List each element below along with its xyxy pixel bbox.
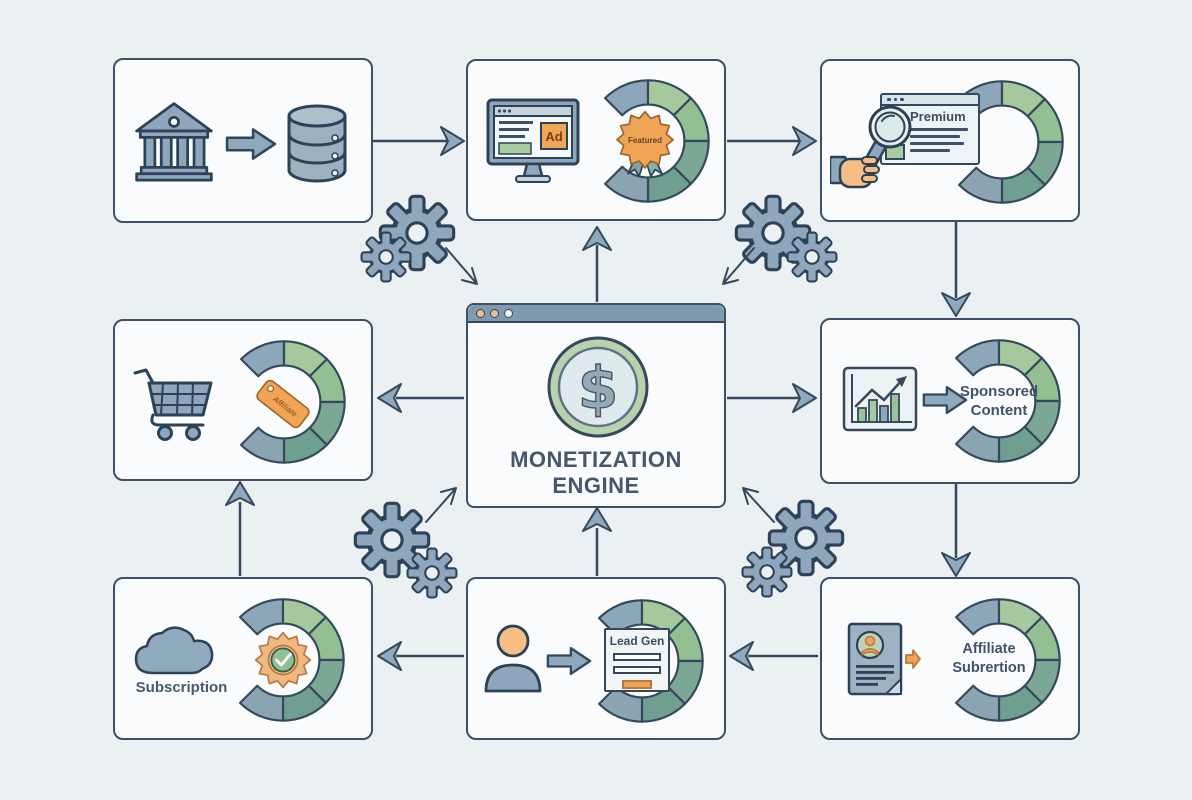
arrowhead-left [729,641,754,671]
gear-arrow-down-left [722,247,755,285]
node-sponsored-content: Sponsored Content [820,318,1080,484]
gear-icon [734,194,812,272]
arrowhead-up [582,226,612,251]
window-dot-icon [504,308,513,318]
arrowhead-up [582,507,612,532]
node-subscription: Subscription [113,577,373,740]
node-ad-placement: Ad Featured [466,59,726,221]
check-icon [274,652,292,667]
dollar-coin-icon: $ [547,336,649,438]
featured-label: Featured [628,136,662,145]
gear-arrow-down-right [445,247,478,285]
node-premium-search: Premium [820,59,1080,222]
gear-icon [406,547,458,599]
gear-arrow-up-right [425,487,457,523]
engine-title-line1: MONETIZATION [510,447,682,472]
gear-icon [360,231,412,283]
dollar-sign: $ [578,354,618,422]
arrowhead-right [792,126,817,156]
node-monetization-engine: $ MONETIZATION ENGINE [466,303,726,508]
user-icon [484,624,542,693]
sponsored-content-label: Sponsored Content [959,382,1039,420]
small-arrow-right-icon [905,649,921,669]
block-arrow-right-icon [546,645,592,677]
growth-chart-icon [842,366,918,432]
gear-icon [353,501,431,579]
window-dot-icon [476,308,485,318]
node-lead-gen: Lead Gen [466,577,726,740]
premium-label: Premium [910,109,966,124]
arrowhead-down [941,552,971,577]
block-arrow-right-icon [922,384,968,416]
browser-titlebar [468,305,724,323]
cloud-icon [134,626,214,675]
node-affiliate-submission: Affiliate Subrertion [820,577,1080,740]
arrowhead-right [440,126,465,156]
database-icon [287,104,347,183]
price-tag-icon: Affiliate [256,379,310,429]
gear-arrow-up-left [742,487,775,523]
shopping-cart-icon [133,368,213,441]
arrowhead-left [377,383,402,413]
bank-icon [135,102,213,182]
ad-badge [540,122,568,150]
ad-badge-label: Ad [545,129,562,144]
node-data-source [113,58,373,223]
form-field [613,666,661,674]
gear-icon [767,499,845,577]
magnifier-hand-icon [830,105,912,189]
affiliate-submission-label: Affiliate Subrertion [952,641,1026,676]
profile-document-icon [847,622,903,696]
gear-icon [786,231,838,283]
node-affiliate-cart: Affiliate [113,319,373,481]
card-header [882,95,978,106]
arrowhead-left [377,641,402,671]
arrowhead-down [941,292,971,317]
arrowhead-up [225,481,255,506]
form-submit-button [622,680,652,689]
monitor-ad-icon: Ad [486,98,580,183]
engine-title-line2: ENGINE [552,473,640,499]
block-arrow-right-icon [225,126,277,162]
engine-title: MONETIZATION ENGINE [468,447,724,500]
featured-rosette-icon: Featured [616,110,674,178]
window-dot-icon [490,308,499,318]
lead-form-icon: Lead Gen [604,628,670,692]
subscription-label: Subscription [135,679,228,696]
gear-icon [378,194,456,272]
gear-icon [741,546,793,598]
arrowhead-right [792,383,817,413]
verified-badge-icon [254,631,312,689]
lead-gen-label: Lead Gen [609,634,665,648]
form-field [613,653,661,661]
